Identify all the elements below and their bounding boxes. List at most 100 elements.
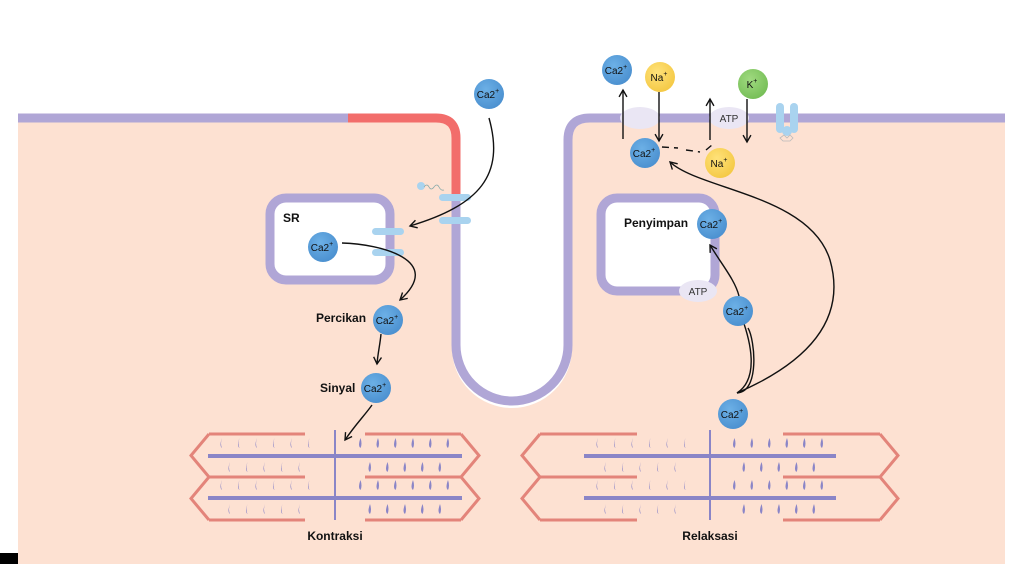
myosin-head (386, 462, 389, 472)
calcium-ion-icon (373, 305, 403, 335)
myosin-head (359, 480, 362, 490)
myosin-head (760, 462, 763, 472)
myosin-head (622, 462, 624, 472)
contraction-label: Kontraksi (307, 529, 362, 543)
sarcomere-panel-contraction (189, 430, 481, 522)
myosin-head (733, 480, 736, 490)
sodium-ion-icon (645, 62, 675, 92)
ion-symbol: Ca2+ (721, 408, 743, 421)
myosin-head (742, 462, 745, 472)
atp-label-storage: ATP (689, 287, 708, 298)
myosin-head (812, 504, 815, 514)
t-tubule-lumen (460, 116, 564, 397)
ion-symbol: Ca2+ (700, 218, 722, 231)
myosin-head (733, 438, 736, 448)
myosin-head (246, 504, 248, 514)
myosin-head (795, 504, 798, 514)
myosin-head (777, 462, 780, 472)
sarcomere-panel-relaxation (520, 430, 900, 522)
myosin-head (631, 438, 633, 448)
ion-symbol: Ca2+ (726, 305, 748, 318)
myosin-head (674, 504, 676, 514)
potassium-channel (776, 103, 798, 142)
calcium-ion-icon (697, 209, 727, 239)
myosin-head (263, 462, 265, 472)
myosin-head (639, 504, 641, 514)
myosin-head (228, 462, 230, 472)
myosin-head (394, 438, 397, 448)
myosin-head (228, 504, 230, 514)
myosin-head (614, 438, 616, 448)
myosin-head (820, 438, 823, 448)
myosin-head (438, 504, 441, 514)
calcium-ion-icon (474, 79, 504, 109)
ion-symbol: Na+ (711, 157, 728, 170)
myosin-head (273, 480, 275, 490)
ion-symbol: K+ (747, 78, 758, 91)
myosin-head (777, 504, 780, 514)
myosin-head (368, 462, 371, 472)
myosin-head (768, 438, 771, 448)
myosin-head (220, 438, 222, 448)
ca-ion-signal: Ca2+ (361, 373, 391, 403)
myosin-head (674, 462, 676, 472)
myosin-head (622, 504, 624, 514)
na-ion-inside: Na+ (705, 148, 735, 178)
voltage-sensor-channel (417, 182, 471, 224)
myosin-head (438, 462, 441, 472)
myosin-head (308, 438, 310, 448)
myosin-head (220, 480, 222, 490)
myosin-head (666, 480, 668, 490)
myosin-head (386, 504, 389, 514)
calcium-ion-icon (308, 232, 338, 262)
myosin-head (411, 438, 414, 448)
myosin-head (255, 438, 257, 448)
myosin-head (742, 504, 745, 514)
sr-label: SR (283, 211, 300, 225)
relaxation-label: Relaksasi (682, 529, 737, 543)
myosin-head (411, 480, 414, 490)
cytoplasm (18, 122, 1005, 564)
myosin-head (368, 504, 371, 514)
ion-symbol: Ca2+ (376, 314, 398, 327)
myosin-head (394, 480, 397, 490)
ion-symbol: Ca2+ (364, 382, 386, 395)
myosin-head (684, 438, 686, 448)
myosin-head (760, 504, 763, 514)
ca-ion-spark: Ca2+ (373, 305, 403, 335)
myosin-head (657, 504, 659, 514)
myosin-head (281, 504, 283, 514)
ca-ion-stored: Ca2+ (697, 209, 727, 239)
myosin-head (785, 480, 788, 490)
myosin-head (359, 438, 362, 448)
myosin-head (238, 480, 240, 490)
ca-ion-outside: Ca2+ (474, 79, 504, 109)
storage-label: Penyimpan (624, 216, 688, 230)
myosin-head (281, 462, 283, 472)
myosin-head (446, 438, 449, 448)
k-ion-outside: K+ (738, 69, 768, 99)
myosin-head (614, 480, 616, 490)
ion-symbol: Na+ (651, 71, 668, 84)
myosin-head (238, 438, 240, 448)
sarcoplasmic-reticulum: SR (265, 193, 404, 285)
t-tubule-membrane (451, 113, 1005, 406)
ca-ion-released: Ca2+ (718, 399, 748, 429)
calcium-ion-icon (718, 399, 748, 429)
myosin-head (308, 480, 310, 490)
ion-symbol: Ca2+ (605, 64, 627, 77)
ca-ion-cytosol: Ca2+ (630, 138, 660, 168)
myosin-head (403, 504, 406, 514)
myosin-head (803, 480, 806, 490)
myosin-head (421, 462, 424, 472)
myosin-head (298, 462, 300, 472)
storage-compartment: ATP Penyimpan (596, 193, 720, 302)
potassium-ion-icon (738, 69, 768, 99)
myosin-head (604, 504, 606, 514)
calcium-ion-icon (723, 296, 753, 326)
myosin-head (639, 462, 641, 472)
myosin-head (290, 438, 292, 448)
calcium-ion-icon (602, 55, 632, 85)
myosin-head (429, 438, 432, 448)
